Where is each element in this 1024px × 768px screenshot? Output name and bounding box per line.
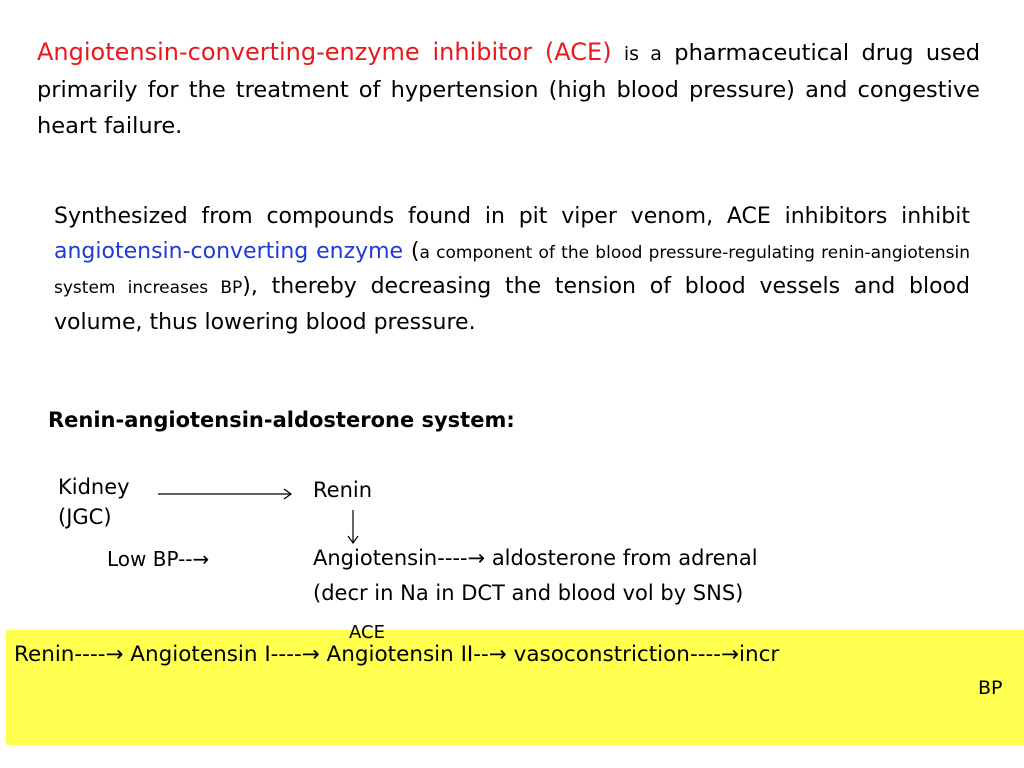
cascade-line: Renin----→ Angiotensin I----→ Angiotensi… xyxy=(14,642,780,667)
paren-open: ( xyxy=(403,238,420,264)
connector-text: is a xyxy=(623,43,662,65)
drug-name: Angiotensin-converting-enzyme inhibitor … xyxy=(37,38,612,66)
ace-label: ACE xyxy=(349,622,385,643)
intro-paragraph: Angiotensin-converting-enzyme inhibitor … xyxy=(37,34,980,144)
angiotensin-line: Angiotensin----→ aldosterone from adrena… xyxy=(313,546,758,570)
aside-text: a component of the blood pressure-regula… xyxy=(54,242,971,299)
synth-part1: Synthesized from compounds found in pit … xyxy=(54,204,970,229)
section-heading: Renin-angiotensin-aldosterone system: xyxy=(48,408,515,432)
renin-label: Renin xyxy=(313,478,373,502)
cascade-highlight-box xyxy=(6,630,1024,745)
jgc-text: (JGC) xyxy=(58,505,112,529)
right-arrow-icon xyxy=(158,488,293,500)
down-arrow-icon xyxy=(347,510,359,545)
decr-line: (decr in Na in DCT and blood vol by SNS) xyxy=(313,581,744,605)
synthesis-paragraph: Synthesized from compounds found in pit … xyxy=(54,200,970,340)
intro-rest: pharmaceutical drug used primarily for t… xyxy=(37,40,980,139)
bp-label: BP xyxy=(978,677,1003,699)
synth-part2: ), thereby decreasing the tension of blo… xyxy=(54,274,970,335)
kidney-text: Kidney xyxy=(58,475,130,499)
low-bp-label: Low BP--→ xyxy=(107,547,210,571)
kidney-label: Kidney (JGC) xyxy=(58,472,130,532)
enzyme-name: angiotensin-converting enzyme xyxy=(54,238,404,264)
